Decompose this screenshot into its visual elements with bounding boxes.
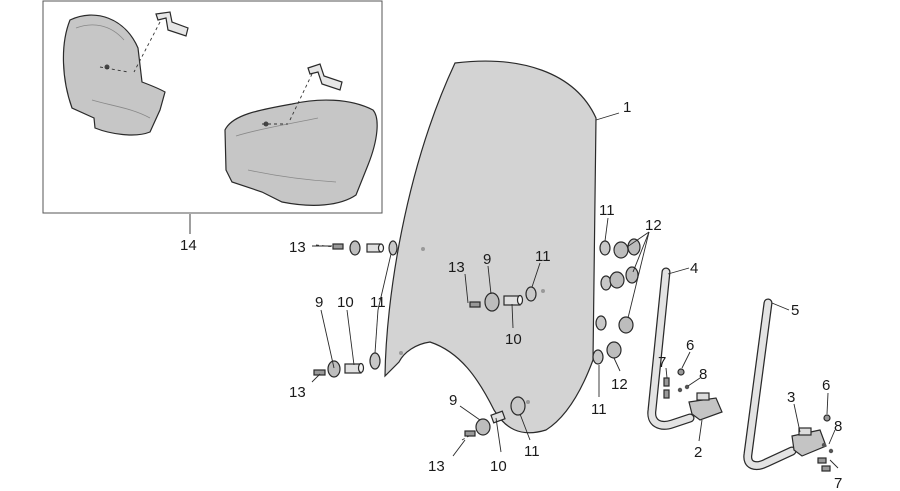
rubber-washer-lower-left: [369, 352, 381, 370]
callout-5-rod-right: 5: [791, 302, 799, 319]
screw-bottom: [461, 430, 477, 441]
windscreen: [384, 60, 597, 434]
callout-14-handguard-kit: 14: [180, 237, 197, 254]
spacer-center: [503, 294, 524, 306]
rubber-washer-center: [525, 286, 537, 302]
washer-right-6: [606, 341, 622, 359]
rubber-washer-right-2: [600, 275, 612, 291]
callout-4-rod-left: 4: [690, 260, 698, 277]
callout-6-right: 6: [822, 377, 830, 394]
callout-7-right: 7: [834, 475, 842, 491]
callout-13-lower-left: 13: [289, 384, 306, 401]
right-handguard: [224, 99, 378, 206]
washer-center: [484, 292, 500, 312]
callout-9-left: 9: [315, 294, 323, 311]
rubber-washer-upper-left: [388, 240, 398, 256]
support-rod-right: [743, 298, 797, 471]
clamp-screws-right: [817, 414, 834, 472]
callout-12-right-bottom: 12: [611, 376, 628, 393]
callout-13-center: 13: [448, 259, 465, 276]
callout-7-left: 7: [658, 354, 666, 371]
callout-6-left: 6: [686, 337, 694, 354]
mounting-clamp-left: [688, 392, 723, 421]
washer-right-2: [627, 238, 641, 256]
left-handguard-bracket: [155, 11, 189, 37]
callout-2-clamp-left: 2: [694, 444, 702, 461]
washer-right-5: [618, 316, 634, 334]
rubber-washer-bottom: [510, 396, 526, 416]
callout-13-upper-left: 13: [289, 239, 306, 256]
callout-12-right-top: 12: [645, 217, 662, 234]
callout-11-bottom: 11: [524, 443, 540, 460]
callout-11-right-bottom: 11: [591, 401, 607, 418]
callout-10-bottom: 10: [490, 458, 507, 475]
callout-11-center: 11: [535, 248, 551, 265]
screw-upper-left: [315, 243, 344, 250]
right-handguard-bracket: [307, 63, 343, 91]
washer-lower-left: [327, 360, 341, 378]
washer-right-3: [609, 271, 625, 289]
callout-9-bottom: 9: [449, 392, 457, 409]
callout-1-windscreen: 1: [623, 99, 631, 116]
washer-bottom: [475, 418, 491, 436]
callout-11-left: 11: [370, 294, 386, 311]
rubber-washer-right-4: [592, 349, 604, 365]
callout-10-center: 10: [505, 331, 522, 348]
mounting-clamp-right: [791, 427, 827, 457]
screw-center: [469, 301, 481, 308]
rubber-washer-right-1: [599, 240, 611, 256]
callout-10-left: 10: [337, 294, 354, 311]
spacer-bottom: [490, 410, 506, 424]
clamp-screws-left: [663, 368, 690, 399]
washer-upper-left: [349, 240, 361, 256]
washer-right-1: [613, 241, 629, 259]
washer-right-4: [625, 266, 639, 284]
callout-9-center: 9: [483, 251, 491, 268]
callout-8-left: 8: [699, 366, 707, 383]
callout-8-right: 8: [834, 418, 842, 435]
support-rod-left: [647, 267, 695, 430]
rubber-washer-right-3: [595, 315, 607, 331]
spacer-upper-left: [366, 243, 385, 253]
spacer-lower-left: [344, 362, 365, 374]
leader-lines: [189, 112, 839, 469]
callout-11-right-top: 11: [599, 202, 615, 219]
callout-13-bottom: 13: [428, 458, 445, 475]
callout-3-clamp-right: 3: [787, 389, 795, 406]
